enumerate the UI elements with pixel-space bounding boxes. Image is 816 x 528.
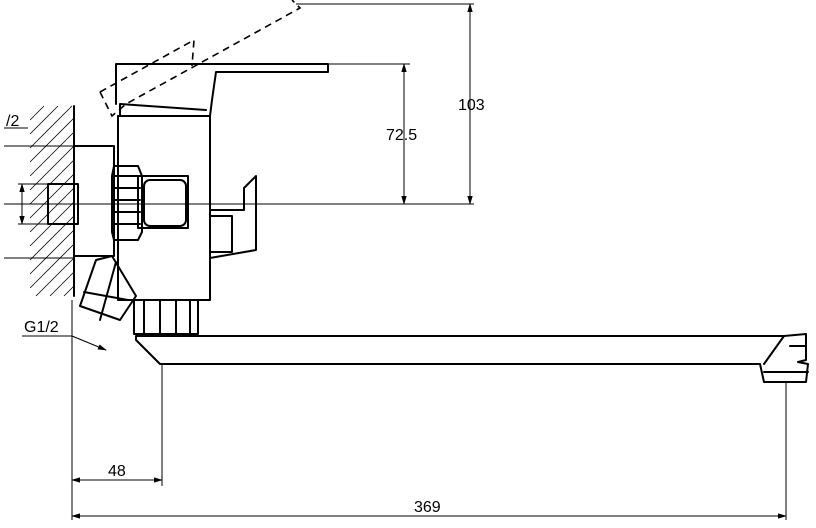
dimension-48: 48 <box>71 300 163 520</box>
dim-72-5-label: 72.5 <box>386 127 417 144</box>
inlet-fitting <box>79 255 137 321</box>
thread-left-label: /2 <box>6 113 19 130</box>
dim-369-label: 369 <box>414 499 441 516</box>
dim-103-label: 103 <box>458 97 485 114</box>
lever-raised-dashed <box>99 0 302 118</box>
wall-connection <box>4 145 474 259</box>
thread-left: /2 <box>4 113 28 130</box>
dimension-369: 369 <box>71 382 787 520</box>
wall-section <box>29 105 75 297</box>
lever-handle <box>115 63 329 117</box>
dimension-103: 103 <box>296 3 485 205</box>
thread-inlet: G1/2 <box>22 319 107 351</box>
dimension-72-5: 72.5 <box>328 63 417 205</box>
thread-inlet-label: G1/2 <box>24 319 59 336</box>
spout <box>135 333 809 383</box>
spout-nut <box>133 299 199 335</box>
dim-48-label: 48 <box>108 463 126 480</box>
hex-nut <box>111 165 143 241</box>
mixer-body <box>117 115 257 301</box>
